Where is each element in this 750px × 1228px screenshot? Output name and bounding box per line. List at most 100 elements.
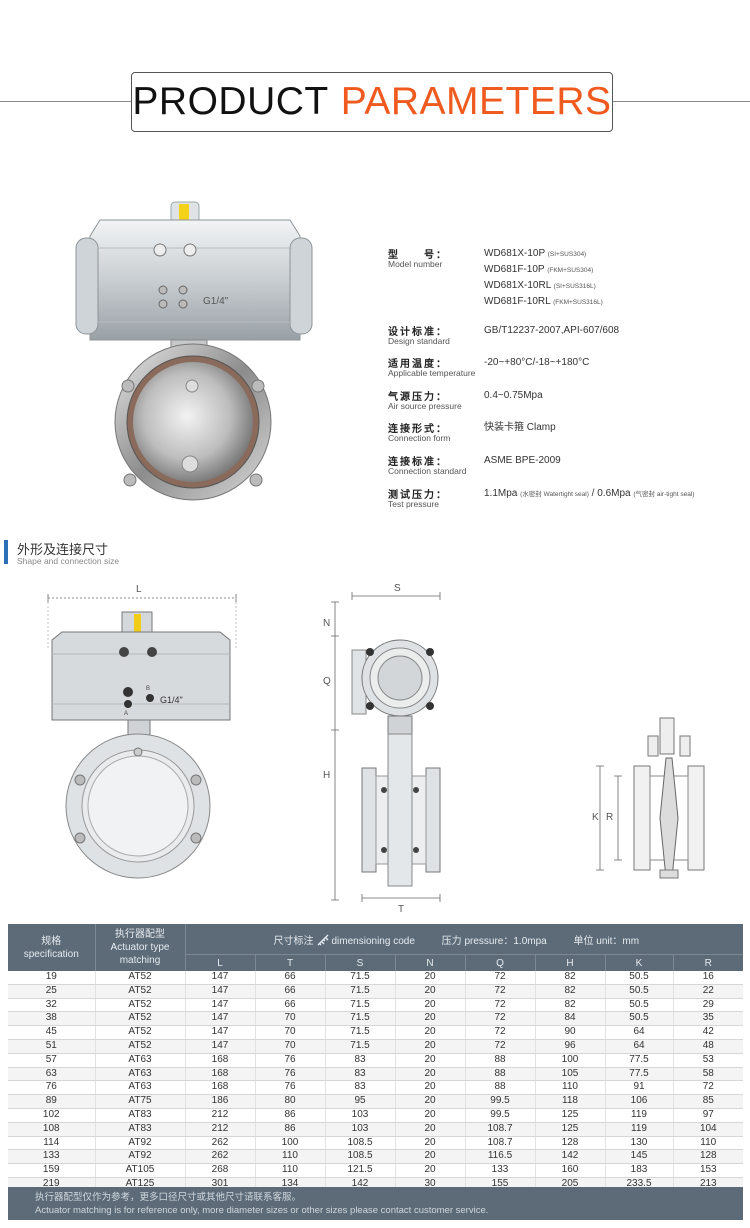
- table-cell: 160: [535, 1163, 606, 1178]
- table-cell: 71.5: [325, 998, 396, 1013]
- table-cell: 142: [535, 1149, 606, 1165]
- table-cell: 72: [465, 1011, 536, 1027]
- table-cell: 71.5: [325, 971, 396, 985]
- header-line-right: [613, 101, 750, 102]
- table-cell: 108.5: [325, 1136, 396, 1151]
- table-cell: 105: [535, 1067, 606, 1082]
- table-cell: 168: [185, 1067, 256, 1082]
- table-cell: 110: [535, 1080, 606, 1096]
- table-cell: 100: [255, 1136, 326, 1151]
- front-view-drawing: L A B G1/4": [47, 584, 237, 879]
- table-cell: 50.5: [605, 984, 674, 999]
- table-footer-note: 执行器配型仅作为参考，更多口径尺寸或其他尺寸请联系客服。 Actuator ma…: [8, 1187, 743, 1220]
- table-cell: 16: [673, 971, 744, 985]
- footer-note-cn: 执行器配型仅作为参考，更多口径尺寸或其他尺寸请联系客服。: [35, 1192, 302, 1203]
- table-cell: 64: [605, 1039, 674, 1054]
- table-cell: 20: [395, 1108, 466, 1123]
- table-cell: 183: [605, 1163, 674, 1178]
- table-cell: 83: [325, 1067, 396, 1082]
- dim-label-N: N: [323, 618, 330, 629]
- col-header-s: S: [324, 954, 395, 971]
- table-cell: AT105: [95, 1163, 186, 1178]
- table-cell: 66: [255, 971, 326, 985]
- table-cell: 99.5: [465, 1108, 536, 1123]
- header-line-left: [0, 101, 131, 102]
- table-cell: 114: [8, 1136, 96, 1151]
- table-cell: 147: [185, 1025, 256, 1040]
- table-cell: 90: [535, 1025, 606, 1040]
- title-orange: PARAMETERS: [340, 80, 612, 123]
- table-cell: 82: [535, 984, 606, 999]
- table-cell: 58: [673, 1067, 744, 1082]
- table-cell: 96: [535, 1039, 606, 1054]
- table-cell: 83: [325, 1053, 396, 1068]
- table-cell: AT52: [95, 971, 186, 985]
- table-cell: 72: [465, 984, 536, 999]
- table-cell: 130: [605, 1136, 674, 1151]
- section-view-drawing: K R: [592, 717, 705, 879]
- table-cell: 53: [673, 1053, 744, 1068]
- table-cell: 77.5: [605, 1067, 674, 1082]
- table-cell: 20: [395, 1039, 466, 1054]
- table-cell: 119: [605, 1108, 674, 1123]
- table-cell: 99.5: [465, 1094, 536, 1109]
- table-cell: 108.7: [465, 1136, 536, 1151]
- table-cell: 83: [325, 1080, 396, 1096]
- col-header-t: T: [254, 954, 325, 971]
- side-view-drawing: S N Q H T: [323, 583, 441, 915]
- table-cell: 19: [8, 971, 96, 985]
- table-cell: 110: [255, 1163, 326, 1178]
- col-header-q: Q: [464, 954, 535, 971]
- model-values: WD681X-10P (SI+SUS304) WD681F-10P (FKM+S…: [484, 248, 603, 307]
- table-cell: 71.5: [325, 1025, 396, 1040]
- svg-text:A: A: [124, 711, 128, 717]
- footer-note-en: Actuator matching is for reference only,…: [35, 1205, 489, 1216]
- table-cell: 128: [673, 1149, 744, 1165]
- table-cell: 64: [605, 1025, 674, 1040]
- table-cell: 38: [8, 1011, 96, 1027]
- table-cell: 97: [673, 1108, 744, 1123]
- table-cell: 88: [465, 1067, 536, 1082]
- table-cell: 262: [185, 1149, 256, 1165]
- table-cell: 268: [185, 1163, 256, 1178]
- table-cell: AT92: [95, 1149, 186, 1165]
- table-cell: 89: [8, 1094, 96, 1109]
- table-cell: 25: [8, 984, 96, 999]
- table-cell: 20: [395, 1122, 466, 1137]
- table-cell: 212: [185, 1122, 256, 1137]
- table-cell: 84: [535, 1011, 606, 1027]
- table-cell: 147: [185, 984, 256, 999]
- table-cell: 186: [185, 1094, 256, 1109]
- table-cell: 77.5: [605, 1053, 674, 1068]
- table-cell: 20: [395, 1011, 466, 1027]
- port-label: G1/4": [160, 695, 183, 705]
- table-cell: 35: [673, 1011, 744, 1027]
- table-cell: 63: [8, 1067, 96, 1082]
- table-cell: 20: [395, 1163, 466, 1178]
- dim-label-S: S: [394, 583, 401, 594]
- table-cell: 72: [465, 1039, 536, 1054]
- dim-label-T: T: [398, 904, 404, 915]
- table-cell: 145: [605, 1149, 674, 1165]
- table-cell: AT83: [95, 1108, 186, 1123]
- table-cell: 168: [185, 1080, 256, 1096]
- table-cell: 20: [395, 1080, 466, 1096]
- table-cell: AT63: [95, 1067, 186, 1082]
- table-cell: 72: [465, 971, 536, 985]
- table-cell: 159: [8, 1163, 96, 1178]
- table-cell: 76: [8, 1080, 96, 1096]
- table-cell: 91: [605, 1080, 674, 1096]
- table-cell: AT83: [95, 1122, 186, 1137]
